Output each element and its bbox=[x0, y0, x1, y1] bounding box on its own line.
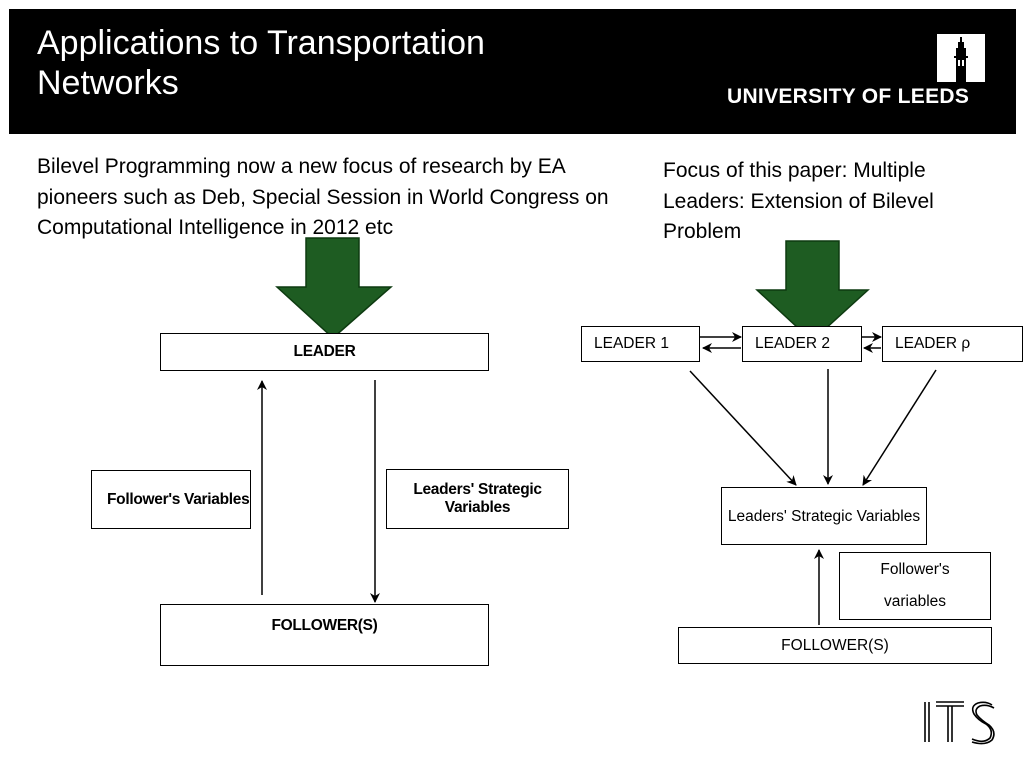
right-follower-variables-box: Follower's variables bbox=[839, 552, 991, 620]
leaders-strategic-variables-box: Leaders' Strategic Variables bbox=[386, 469, 569, 529]
follower-label: FOLLOWER(S) bbox=[271, 617, 378, 634]
right-leaders-strategic-variables-label: Leaders' Strategic Variables bbox=[727, 507, 921, 525]
right-follower-box: FOLLOWER(S) bbox=[678, 627, 992, 664]
slide-header: Applications to Transportation Networks … bbox=[9, 9, 1016, 134]
title-line-1: Applications to Transportation bbox=[37, 24, 485, 62]
left-paragraph: Bilevel Programming now a new focus of r… bbox=[37, 155, 609, 239]
its-logo: ITS bbox=[924, 701, 995, 746]
follower-variables-box: Follower's Variables bbox=[91, 470, 251, 529]
leader-1-box: LEADER 1 bbox=[581, 326, 700, 362]
its-logo-text: ITS bbox=[960, 744, 962, 746]
leaders-strategic-variables-label: Leaders' Strategic Variables bbox=[413, 481, 542, 516]
title-line-2: Networks bbox=[37, 64, 179, 102]
leader-p-box: LEADER ρ bbox=[882, 326, 1023, 362]
right-follower-label: FOLLOWER(S) bbox=[781, 636, 889, 654]
university-tower-icon bbox=[937, 34, 985, 82]
right-follower-variables-line-1: Follower's bbox=[880, 561, 950, 578]
slide-title: Applications to Transportation Networks bbox=[37, 23, 485, 103]
leader-1-label: LEADER 1 bbox=[594, 335, 669, 352]
right-paragraph: Focus of this paper: Multiple Leaders: E… bbox=[663, 159, 934, 243]
right-leaders-strategic-variables-box: Leaders' Strategic Variables bbox=[721, 487, 927, 545]
l1-down-arrow bbox=[689, 370, 797, 486]
leader-2-box: LEADER 2 bbox=[742, 326, 862, 362]
follower-variables-label: Follower's Variables bbox=[107, 490, 250, 508]
right-follower-variables-line-2: variables bbox=[883, 593, 947, 610]
follower-box: FOLLOWER(S) bbox=[160, 604, 489, 666]
green-down-arrow-right bbox=[755, 240, 870, 343]
university-logo-text: UNIVERSITY OF LEEDS bbox=[727, 85, 970, 108]
leader-box: LEADER bbox=[160, 333, 489, 371]
leader-2-label: LEADER 2 bbox=[755, 335, 830, 352]
leader-label: LEADER bbox=[293, 343, 356, 360]
green-down-arrow-left bbox=[275, 237, 393, 340]
lp-down-arrow bbox=[862, 369, 937, 486]
leader-p-label: LEADER ρ bbox=[895, 335, 971, 352]
